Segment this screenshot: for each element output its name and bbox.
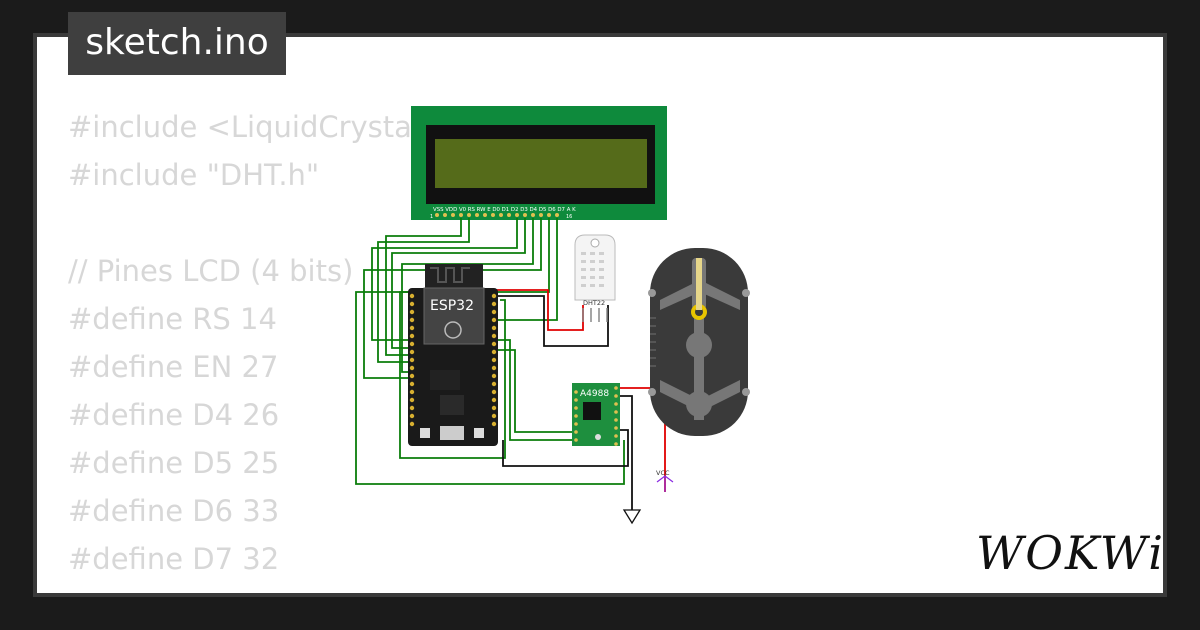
boot-button — [420, 428, 430, 438]
esp32-chip-2 — [440, 395, 464, 415]
motor-fins — [650, 317, 656, 367]
antenna-trace — [430, 267, 470, 283]
code-line: #define D5 25 — [68, 446, 280, 480]
lcd-pin-last: 16 — [566, 214, 572, 220]
lcd-pin-labels: VSS VDD V0 RS RW E D0 D1 D2 D3 D4 D5 D6 … — [433, 207, 576, 213]
a4988-driver: A4988 — [572, 383, 620, 446]
stepper-motor — [648, 248, 750, 436]
a4988-pins — [574, 386, 618, 446]
vcc-symbol: VCC — [656, 469, 674, 492]
dht22-label: DHT22 — [583, 299, 605, 307]
en-button — [474, 428, 484, 438]
dht22-body — [574, 234, 616, 301]
lcd-module: VSS VDD V0 RS RW E D0 D1 D2 D3 D4 D5 D6 … — [411, 106, 667, 220]
motor-screws — [648, 289, 750, 396]
esp32-pins — [409, 293, 497, 427]
green-wires — [355, 218, 625, 485]
code-line: #define D6 33 — [68, 494, 280, 528]
esp32-label: ESP32 — [430, 298, 474, 314]
dht22-hole — [590, 238, 600, 248]
file-tab: sketch.ino — [68, 12, 286, 75]
lcd-pin-first: 1 — [430, 214, 433, 220]
esp32-shield — [423, 287, 485, 345]
code-line: LiquidCrystal lcd(RS, EN, D4, D5, D6, D7… — [68, 583, 675, 593]
dht22-grille — [581, 252, 604, 287]
code-line: #define D4 26 — [68, 398, 280, 432]
a4988-label: A4988 — [580, 389, 609, 399]
esp32-board: ESP32 — [408, 264, 498, 446]
code-line: #include "DHT.h" — [68, 158, 320, 192]
vcc-arrow — [656, 475, 674, 492]
lcd-screen — [435, 139, 647, 188]
esp32-chip — [430, 370, 460, 390]
espressif-logo-icon — [444, 321, 462, 339]
vcc-label: VCC — [656, 469, 670, 477]
file-tab-label: sketch.ino — [85, 22, 269, 63]
lcd-pins — [435, 213, 559, 217]
black-wires — [498, 295, 633, 510]
wokwi-logo: WOKWi — [976, 526, 1165, 580]
dht22-legs — [582, 308, 608, 322]
code-line: #define RS 14 — [68, 302, 277, 336]
a4988-chip — [583, 402, 601, 420]
code-line: #define EN 27 — [68, 350, 279, 384]
dht22-sensor: DHT22 — [574, 234, 616, 322]
code-line: #define D7 32 — [68, 542, 280, 576]
ground-icon — [622, 509, 642, 525]
code-line: // Pines LCD (4 bits) — [68, 254, 354, 288]
usb-port — [440, 426, 464, 440]
motor-pointer — [696, 258, 702, 310]
a4988-pot — [595, 434, 601, 440]
